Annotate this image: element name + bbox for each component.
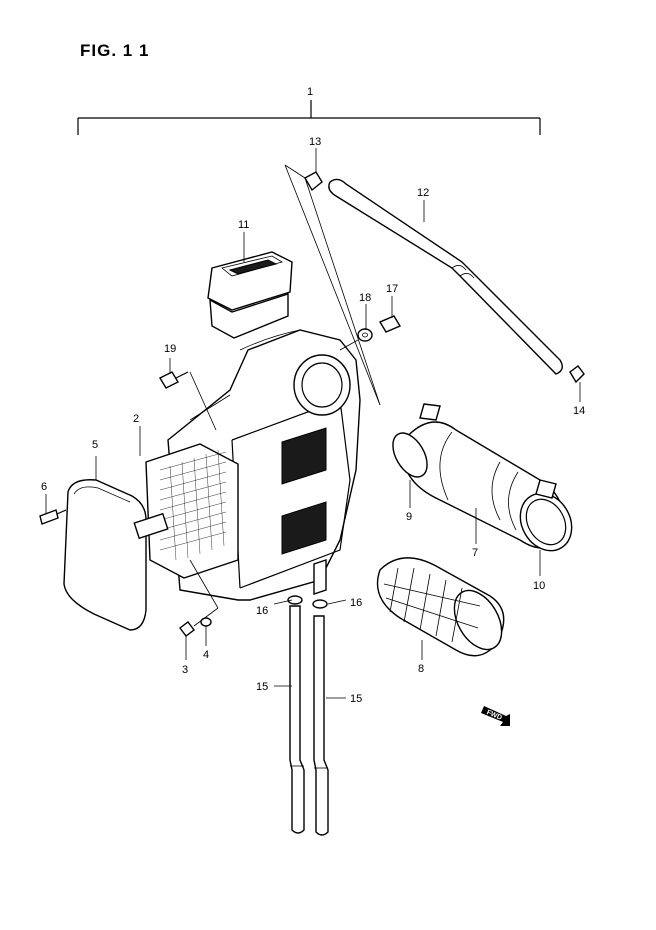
callout-10: 10 [533,580,545,592]
callout-16-left: 16 [256,605,268,617]
callout-19: 19 [164,343,176,355]
vent-hose [284,164,585,406]
air-cleaner-cover [63,479,169,631]
inlet-duct [207,251,293,339]
callout-7: 7 [472,547,478,559]
callout-2: 2 [133,413,139,425]
callout-17: 17 [386,283,398,295]
forward-direction-badge: FWD [481,706,510,726]
intake-pipe-8 [376,557,505,657]
callout-1: 1 [307,86,313,98]
washer-18-bolt-17 [339,315,402,351]
callout-4: 4 [203,649,209,661]
bolt-19 [159,371,217,431]
callout-15-right: 15 [350,693,362,705]
callout-15-left: 15 [256,681,268,693]
callout-11: 11 [238,219,249,231]
leader-lines [45,148,581,699]
callout-numbers: 1 2 3 4 5 6 7 8 9 10 11 12 13 14 15 15 1… [41,86,585,705]
assembly-bracket [77,100,541,135]
callout-5: 5 [92,439,98,451]
screw-6 [39,509,67,525]
figure-title: FIG. 1 1 [80,41,149,60]
callout-9: 9 [406,511,412,523]
intake-pipe [392,403,573,552]
callout-13: 13 [309,136,321,148]
callout-8: 8 [418,663,424,675]
fwd-badge-label: FWD [485,709,502,721]
callout-6: 6 [41,481,47,493]
filter-element [145,443,239,579]
callout-12: 12 [417,187,429,199]
callout-3: 3 [182,664,188,676]
callout-14: 14 [573,405,585,417]
callout-18: 18 [359,292,371,304]
drain-tubes [287,595,329,836]
callout-16-right: 16 [350,597,362,609]
